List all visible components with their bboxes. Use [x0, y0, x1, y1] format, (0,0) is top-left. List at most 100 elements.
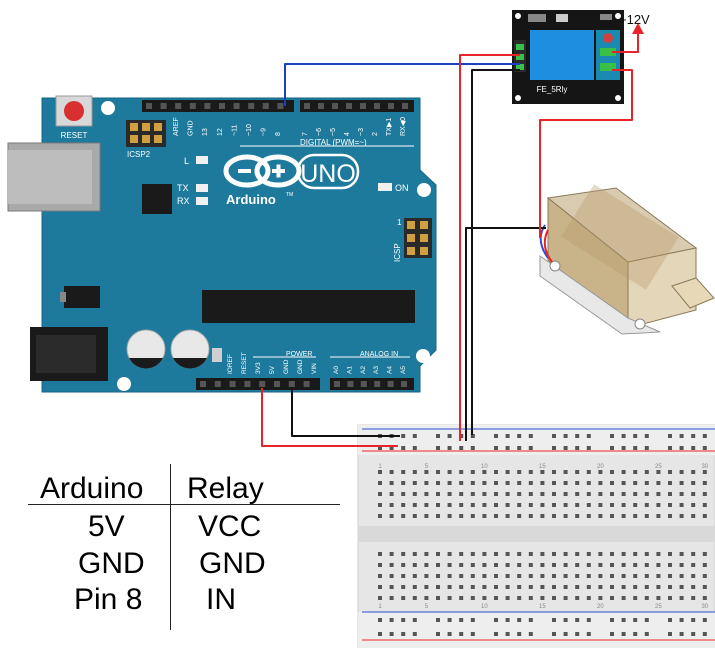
wire-solenoid-gnd: [465, 227, 546, 441]
wire-relay-vcc: [459, 54, 520, 441]
breadboard-number: 30: [701, 464, 708, 470]
digital-pin-label: ~3: [358, 128, 365, 136]
power-pin-label: GND: [297, 359, 304, 374]
analog-pin-label: A5: [400, 366, 407, 374]
relay-body: [530, 30, 594, 80]
relay-label: FE_5Rly: [537, 85, 568, 94]
digital-pin-label: TX▶1: [386, 118, 393, 136]
icsp-pin1-label: 1: [397, 218, 402, 227]
analog-pin-label: A3: [373, 366, 380, 374]
analog-pin-label: A0: [333, 366, 340, 374]
breadboard-number: 20: [597, 604, 604, 610]
voltage-arrow: [632, 23, 644, 34]
led-rx: [196, 197, 208, 205]
power-label: POWER: [286, 351, 312, 358]
digital-pin-label: ~6: [316, 128, 323, 136]
power-pin-label: VIN: [311, 363, 318, 374]
breadboard-number: 25: [655, 604, 662, 610]
table-cell-arduino-pin8: Pin 8: [74, 583, 143, 616]
digital-pin-label: ~10: [246, 124, 253, 136]
capacitor-left: [126, 329, 166, 369]
power-pin-label: 5V: [269, 365, 276, 374]
voltage-regulator: [64, 286, 100, 308]
icsp-label: ICSP: [393, 243, 402, 262]
breadboard-number: 15: [539, 464, 546, 470]
digital-pin-label: 4: [344, 132, 351, 136]
digital-pin-label: RX◀0: [400, 117, 407, 136]
breadboard-number: 15: [539, 604, 546, 610]
voltage-label: +12V: [619, 12, 650, 27]
led-tx: [196, 184, 208, 192]
icsp2-label: ICSP2: [127, 150, 151, 159]
power-pin-label: GND: [283, 359, 290, 374]
table-header-arduino: Arduino: [40, 472, 144, 505]
breadboard-number: 5: [425, 604, 429, 610]
icsp-header: [404, 218, 432, 258]
led-tx-label: TX: [177, 183, 189, 193]
led-on: [378, 183, 392, 191]
power-header: [196, 378, 320, 390]
table-header-divider: [28, 504, 340, 505]
microcontroller: [202, 290, 415, 323]
icsp2-header: [126, 120, 166, 147]
tm-text: TM: [286, 192, 293, 198]
digital-pin-label: 13: [202, 128, 209, 136]
digital-pin-label: AREF: [173, 117, 180, 136]
wire-gnd: [291, 388, 400, 437]
table-cell-arduino-gnd: GND: [78, 547, 145, 580]
breadboard-number: 1: [378, 464, 382, 470]
digital-pin-label: ~11: [231, 125, 238, 136]
arduino-text: Arduino: [226, 192, 276, 207]
led-l: [196, 156, 208, 164]
table-cell-relay-vcc: VCC: [198, 510, 262, 543]
wire-5v: [261, 388, 398, 447]
analog-pin-labels: A0 A1 A2 A3 A4 A5: [333, 366, 407, 374]
led-rx-label: RX: [177, 196, 190, 206]
analog-pin-label: A1: [346, 366, 353, 374]
digital-pin-labels: AREF GND 13 12 ~11 ~10 ~9 8 7 ~6 ~5 4 ~3 2 TX▶1 RX◀0: [173, 117, 407, 136]
breadboard-number: 10: [481, 464, 488, 470]
reset-label: RESET: [61, 131, 88, 140]
power-pin-label: RESET: [241, 352, 248, 374]
table-cell-relay-in: IN: [206, 583, 236, 616]
uno-text: UNO: [300, 160, 356, 188]
led-l-label: L: [184, 156, 189, 166]
analog-pin-label: A4: [387, 366, 394, 374]
breadboard-holes: [378, 434, 707, 636]
table-cell-relay-gnd: GND: [199, 547, 266, 580]
analog-pin-label: A2: [360, 366, 367, 374]
digital-pin-label: 12: [217, 128, 224, 136]
power-pin-label: IOREF: [227, 354, 234, 374]
table-column-divider: [170, 464, 171, 630]
breadboard-number: 10: [481, 604, 488, 610]
wire-12v: [612, 32, 639, 53]
digital-pin-label: 2: [372, 132, 379, 136]
digital-pin-label: GND: [188, 120, 195, 136]
table-header-relay: Relay: [187, 472, 264, 505]
table-cell-arduino-5v: 5V: [88, 510, 125, 543]
digital-pin-label: 7: [302, 132, 309, 136]
digital-pin-label: ~9: [261, 128, 268, 136]
capacitor-right: [170, 329, 210, 369]
wire-relay-gnd: [471, 69, 520, 435]
breadboard-number: 30: [701, 604, 708, 610]
wire-relay-to-solenoid: [539, 69, 633, 238]
relay-module: FE_5Rly: [512, 10, 624, 104]
digital-label: DIGITAL (PWM=~): [300, 138, 367, 147]
analog-label: ANALOG IN: [360, 351, 398, 358]
reset-button: [55, 95, 93, 127]
digital-pin-label: 8: [275, 132, 282, 136]
digital-header-right: [300, 100, 414, 112]
breadboard-number: 25: [655, 464, 662, 470]
digital-pin-label: ~5: [330, 128, 337, 136]
usb-chip: [142, 184, 172, 214]
breadboard-number: 5: [425, 464, 429, 470]
wire-pin8-to-in: [284, 63, 520, 106]
breadboard-number: 20: [597, 464, 604, 470]
small-chip: [212, 348, 222, 362]
led-on-label: ON: [395, 183, 409, 193]
